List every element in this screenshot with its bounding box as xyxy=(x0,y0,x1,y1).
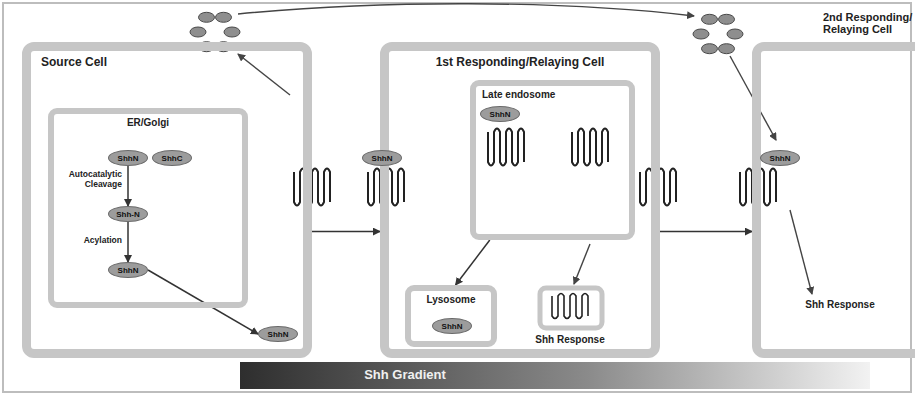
receptor-symbol xyxy=(294,129,776,206)
protein-label: ShhN xyxy=(770,154,791,163)
protein-oval: ShhN xyxy=(480,106,520,122)
protein-label: ShhN xyxy=(372,154,393,163)
smo-symbol xyxy=(552,294,588,319)
heading-text: 1st Responding/Relaying Cell xyxy=(399,55,641,69)
heading-text: 2nd Responding/ Relaying Cell xyxy=(823,11,915,35)
protein-label: ShhN xyxy=(442,322,463,331)
flow-arrow xyxy=(127,166,129,206)
protein-label: Shh-N xyxy=(116,210,140,219)
annotation-text: Shh Gradient xyxy=(330,367,480,382)
annotation-text: Shh Response xyxy=(785,299,895,310)
shh-multimer xyxy=(693,14,743,53)
protein-oval: ShhN xyxy=(258,326,298,342)
gradient-bar xyxy=(240,362,870,389)
heading-text: Source Cell xyxy=(41,55,293,69)
protein-oval: ShhN xyxy=(760,150,800,166)
protein-label: ShhC xyxy=(162,154,183,163)
response-compartment xyxy=(540,288,602,328)
flow-arrow xyxy=(148,270,258,334)
protein-oval: ShhN xyxy=(432,318,472,334)
flow-arrow xyxy=(127,222,129,262)
protein-label: ShhN xyxy=(490,110,511,119)
protein-label: ShhN xyxy=(268,330,289,339)
cell-box: Source CellER/GolgiShhN ShhC Shh-N ShhN ShhN xyxy=(22,42,312,358)
organelle-box: Late endosomeShhN xyxy=(470,80,635,240)
label-box: Shh Response xyxy=(515,334,625,345)
flow-arrow xyxy=(312,231,380,233)
step-label: Autocatalytic Cleavage xyxy=(54,170,122,190)
heading-text: ER/Golgi xyxy=(60,117,236,128)
protein-oval: ShhN xyxy=(362,150,402,166)
flow-arrow xyxy=(456,240,490,285)
heading-text: Late endosome xyxy=(482,89,623,100)
protein-oval: ShhN xyxy=(108,262,148,278)
protein-oval: ShhN xyxy=(108,150,148,166)
step-label: Acylation xyxy=(54,236,122,246)
heading-text: Lysosome xyxy=(417,294,485,305)
protein-oval: Shh-N xyxy=(108,206,148,222)
protein-label: ShhN xyxy=(118,154,139,163)
label-box: Shh Response xyxy=(785,299,895,310)
organelle-box: ER/GolgiShhN ShhC Shh-N ShhN xyxy=(48,108,248,308)
cell-box: 2nd Responding/ Relaying CellShhN xyxy=(752,42,915,358)
label-box: Shh Gradient xyxy=(330,367,480,382)
annotation-text: Shh Response xyxy=(515,334,625,345)
cell-box: 1st Responding/Relaying CellShhNLate end… xyxy=(380,42,660,358)
protein-oval: ShhC xyxy=(152,150,192,166)
organelle-box: LysosomeShhN xyxy=(405,285,497,347)
flow-arrow xyxy=(660,231,752,233)
edge-label-box: Autocatalytic Cleavage xyxy=(54,170,122,190)
protein-label: ShhN xyxy=(118,266,139,275)
figure-frame xyxy=(3,3,911,392)
edge-label-box: Acylation xyxy=(54,236,122,246)
